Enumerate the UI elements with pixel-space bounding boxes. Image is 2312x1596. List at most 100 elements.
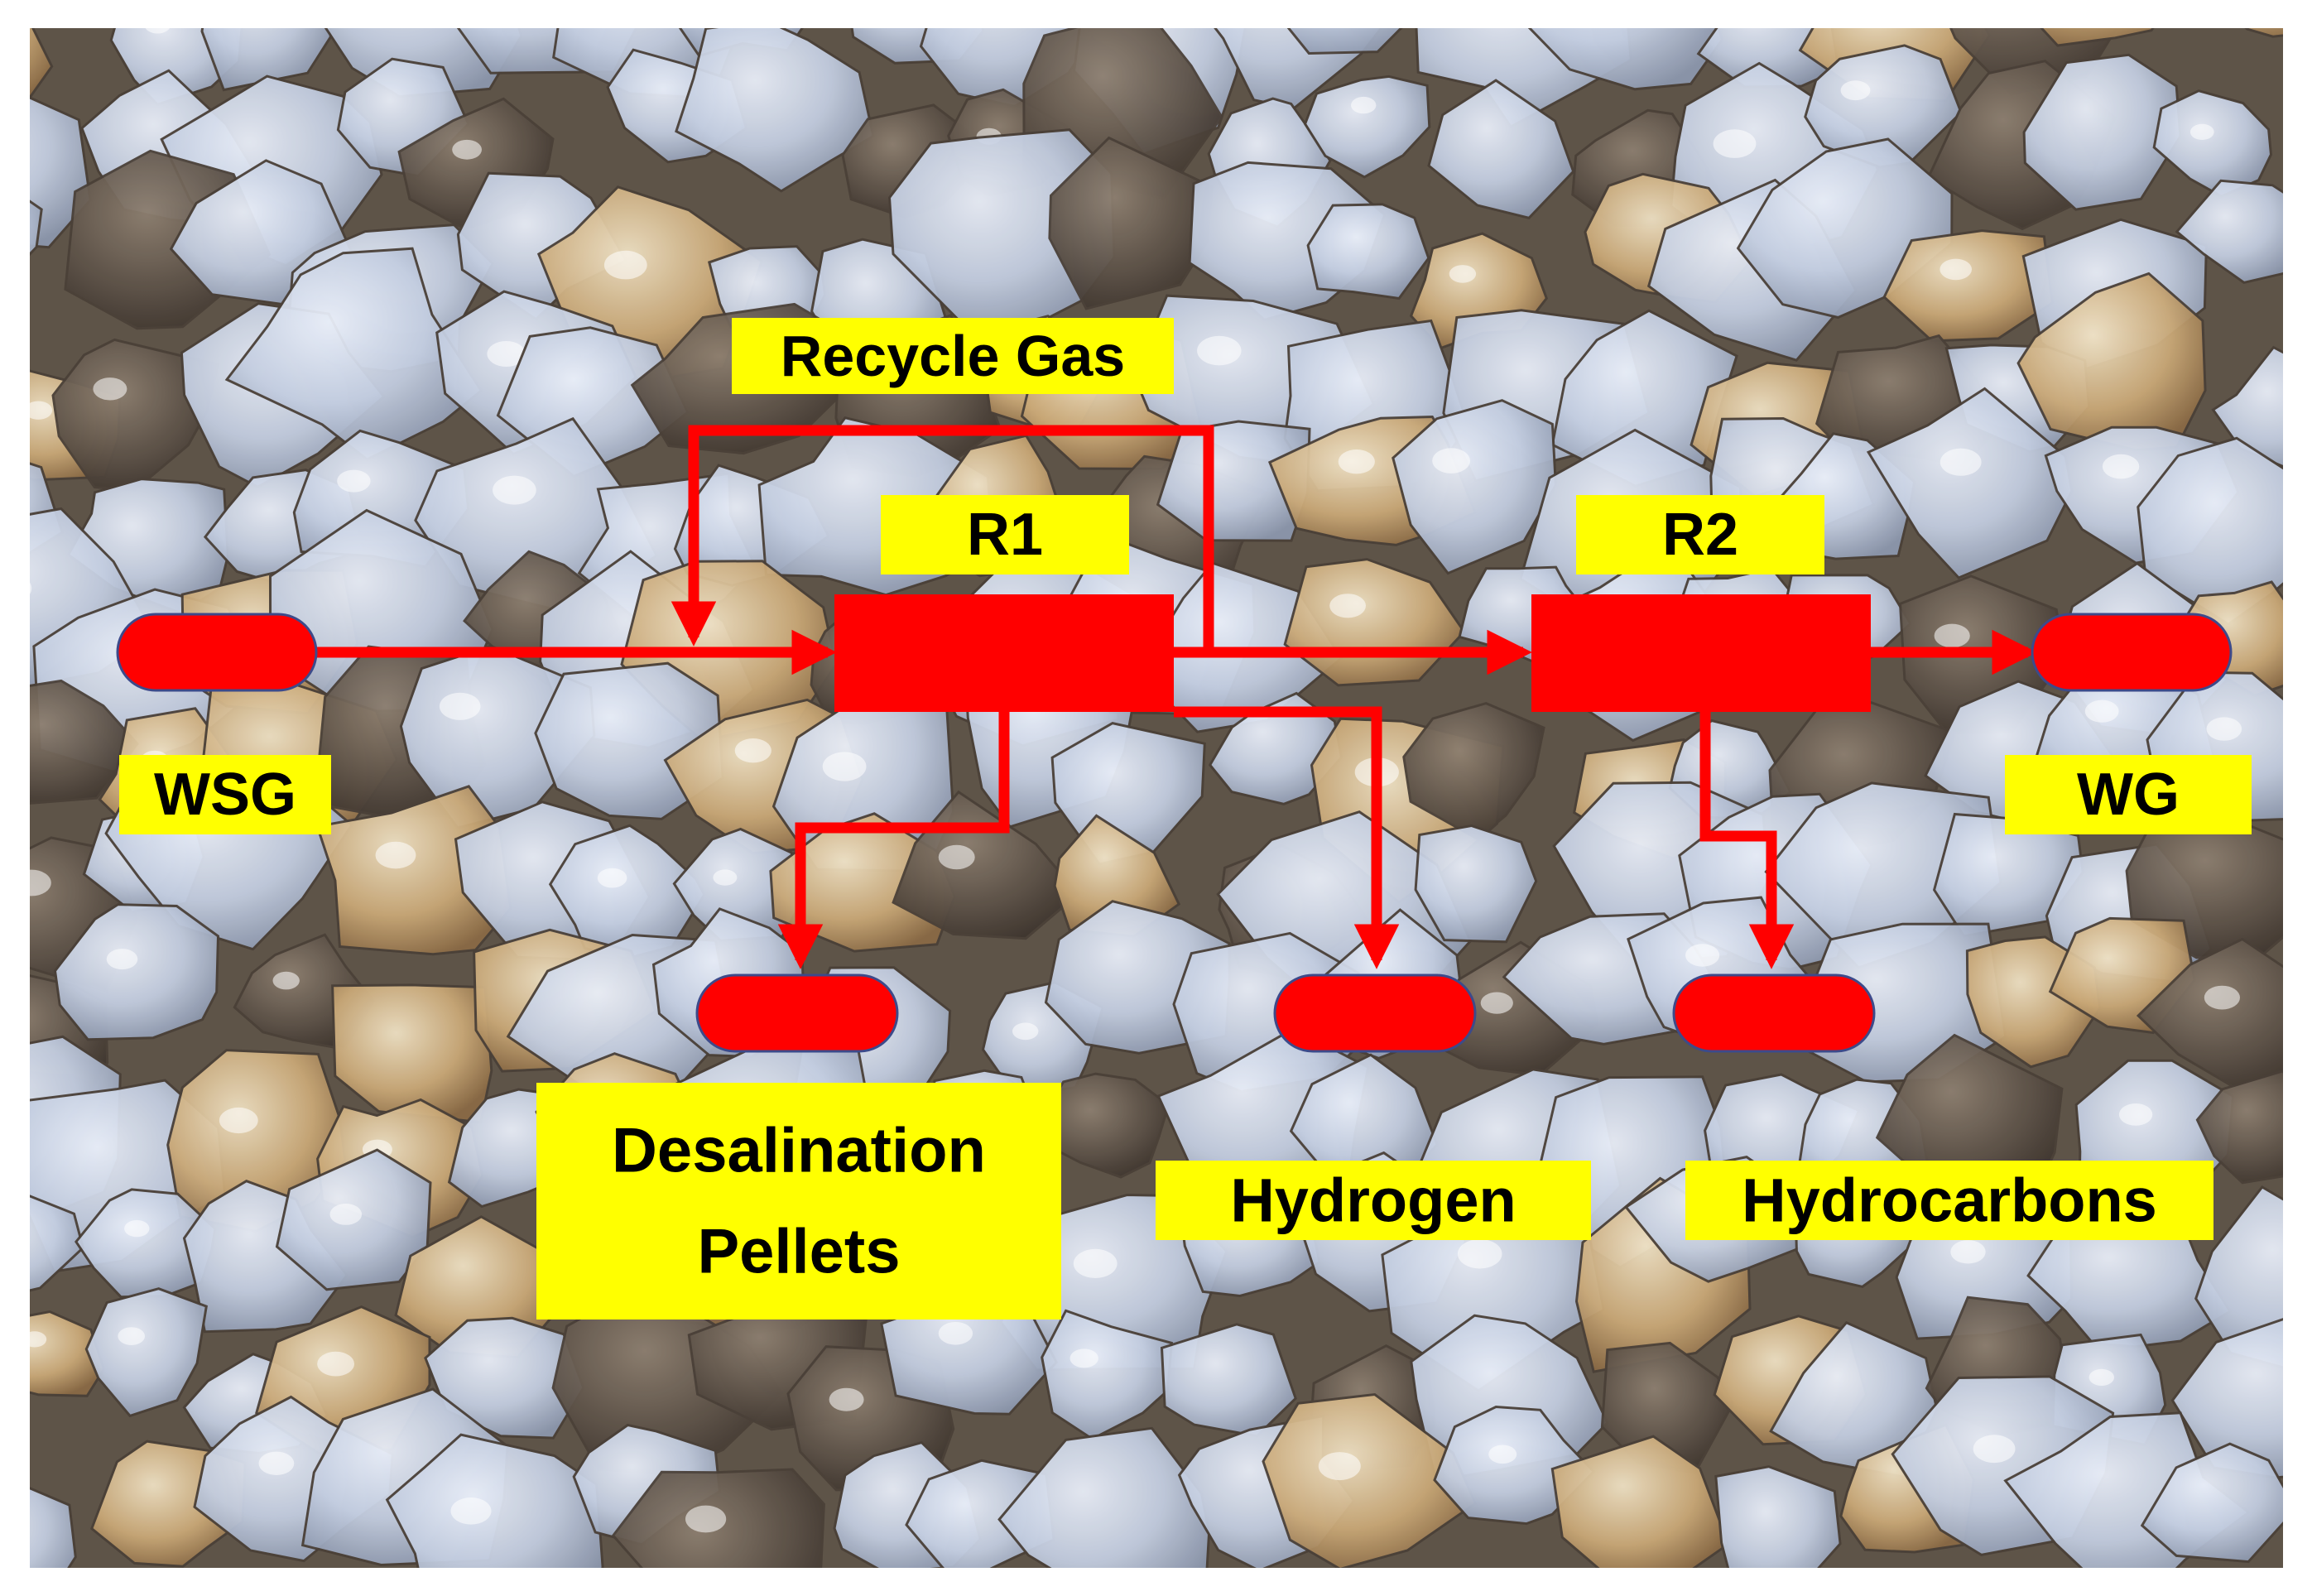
label-wsg-text: WSG xyxy=(154,762,296,828)
label-hydrocarbons-text: Hydrocarbons xyxy=(1742,1166,2157,1235)
sand-grain-highlight xyxy=(1449,265,1477,283)
sand-grain-highlight xyxy=(884,0,913,2)
label-wg-text: WG xyxy=(2077,762,2180,828)
sand-grain-highlight xyxy=(1488,1445,1517,1464)
sand-grain xyxy=(30,1195,84,1292)
sand-grain xyxy=(385,1433,604,1568)
label-r1: R1 xyxy=(881,495,1129,574)
flow-r1-to-hydrogen xyxy=(1174,706,1400,969)
sand-grain-highlight xyxy=(1351,96,1377,114)
sand-grain-highlight xyxy=(1457,1238,1502,1269)
sand-grain xyxy=(1048,136,1214,310)
label-r1-text: R1 xyxy=(967,502,1043,568)
sand-grain-highlight xyxy=(0,1087,11,1114)
sand-grain xyxy=(399,644,596,829)
sand-grain xyxy=(2244,28,2283,38)
sand-grain xyxy=(315,785,512,956)
sand-grain-highlight xyxy=(1939,258,1972,281)
node-wsg xyxy=(116,613,318,692)
sand-grain-highlight xyxy=(2204,985,2240,1010)
sand-grain-highlight xyxy=(235,0,267,10)
sand-grain-highlight xyxy=(2189,123,2214,140)
sand-grain xyxy=(1882,229,2055,343)
label-hydrogen-text: Hydrogen xyxy=(1230,1166,1516,1235)
sand-grain-highlight xyxy=(439,692,481,720)
sand-grain-highlight xyxy=(93,377,127,401)
label-recycle-gas-text: Recycle Gas xyxy=(781,324,1125,388)
node-desalination-pellets xyxy=(695,973,899,1053)
sand-grain xyxy=(1550,1435,1730,1568)
sand-grain-highlight xyxy=(1012,1022,1039,1041)
sand-grain-highlight xyxy=(2088,1368,2114,1386)
sand-grain-highlight xyxy=(118,1327,145,1345)
sand-grain xyxy=(1306,203,1430,300)
sand-grain xyxy=(1262,1392,1478,1568)
label-desalination-pellets: Desalination Pellets xyxy=(536,1083,1061,1320)
sand-grain xyxy=(769,812,956,953)
sand-grain-highlight xyxy=(685,1505,727,1533)
sand-grain-highlight xyxy=(272,971,300,990)
sand-grain-highlight xyxy=(1950,1240,1986,1264)
sand-grain-highlight xyxy=(938,1322,973,1345)
node-hydrogen xyxy=(1273,973,1477,1053)
sand-grain xyxy=(2195,1070,2283,1185)
sand-grain-highlight xyxy=(1973,1435,2016,1464)
sand-grain-highlight xyxy=(30,582,32,594)
sand-grain-highlight xyxy=(493,475,536,505)
sand-grain xyxy=(1303,75,1431,179)
sand-grain xyxy=(331,983,493,1124)
sand-grain xyxy=(1714,1465,1842,1568)
sand-grain-highlight xyxy=(145,28,170,34)
flow-lines xyxy=(315,425,2037,969)
sand-grain-highlight xyxy=(597,868,627,888)
sand-grain-highlight xyxy=(450,1497,492,1525)
sand-grain-highlight xyxy=(124,1219,150,1238)
sand-grain-highlight xyxy=(734,738,771,763)
sand-grain xyxy=(30,28,54,100)
sand-grain xyxy=(53,903,220,1041)
sand-grain-highlight xyxy=(2084,699,2119,723)
sand-grain xyxy=(1156,420,1311,542)
sand-grain-highlight xyxy=(1480,992,1513,1014)
sand-grain-highlight xyxy=(1713,129,1757,158)
sand-grain xyxy=(30,679,139,805)
flow-recycle-gas-loop xyxy=(671,425,1214,652)
sand-grain xyxy=(1392,399,1557,575)
sand-grain-highlight xyxy=(1069,1348,1098,1368)
sand-grain xyxy=(30,1487,77,1568)
sand-grain xyxy=(1527,28,1723,91)
sand-grain xyxy=(675,28,875,193)
sand-grain-highlight xyxy=(1432,448,1470,474)
sand-grain xyxy=(75,1188,217,1299)
sand-grain-highlight xyxy=(603,250,647,280)
sand-grain xyxy=(1427,79,1575,219)
sand-grain-highlight xyxy=(1255,0,1293,2)
sand-grain-highlight xyxy=(713,869,738,886)
sand-grain-highlight xyxy=(1318,1452,1361,1481)
sand-grain-highlight xyxy=(2206,717,2242,741)
sand-grain-highlight xyxy=(317,1351,354,1377)
sand-grain xyxy=(1866,387,2074,579)
label-desalination-line1: Desalination xyxy=(612,1116,986,1186)
sand-grain-highlight xyxy=(30,401,53,420)
sand-grain xyxy=(1286,28,1403,55)
sand-grain xyxy=(2175,179,2283,285)
sand-grain-highlight xyxy=(30,869,51,897)
sand-grain-highlight xyxy=(1840,80,1871,101)
reactor-r1-box xyxy=(834,594,1174,712)
sand-grain-highlight xyxy=(452,139,482,160)
sand-grain xyxy=(424,1316,585,1440)
sand-grain-highlight xyxy=(829,1387,864,1411)
sand-grain-highlight xyxy=(375,841,416,869)
label-recycle-gas: Recycle Gas xyxy=(732,318,1174,394)
sand-grain-highlight xyxy=(30,1331,47,1348)
sand-grain-highlight xyxy=(258,1451,295,1476)
sand-grain xyxy=(2194,1185,2283,1369)
flow-r1-to-desalination xyxy=(777,712,1010,969)
sand-grain-highlight xyxy=(938,844,975,870)
sand-grain-highlight xyxy=(106,949,138,970)
sand-grain xyxy=(30,1310,106,1397)
